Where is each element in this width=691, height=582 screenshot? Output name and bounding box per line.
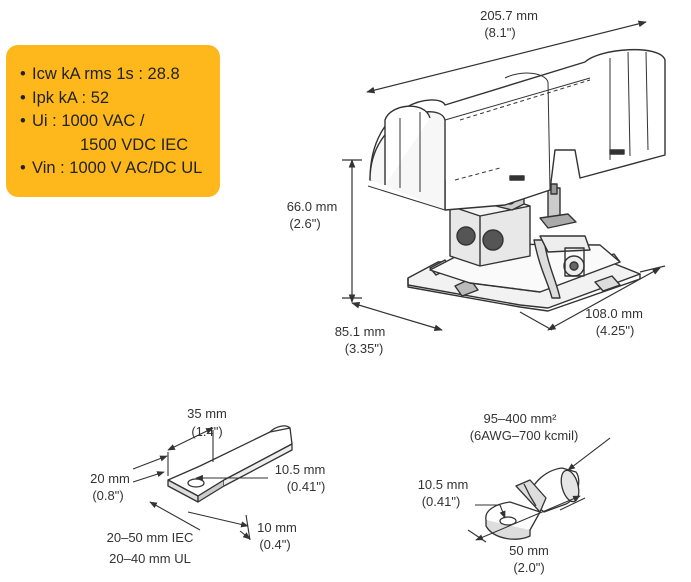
spec-icw: •Icw kA rms 1s : 28.8: [20, 65, 180, 83]
spec-ui-cont: 1500 VDC IEC: [80, 135, 189, 154]
busbar-length-mm-label: 35 mm: [187, 406, 227, 421]
specs-list: •Icw kA rms 1s : 28.8 •Ipk kA : 52 •Ui :…: [20, 63, 220, 181]
height-in-label: (2.6"): [289, 216, 320, 231]
lug-hole-mm-label: 10.5 mm: [418, 477, 469, 492]
busbar-width-in-label: (0.8"): [92, 488, 123, 503]
height-mm-label: 66.0 mm: [287, 199, 338, 214]
length-in-label: (8.1"): [484, 25, 515, 40]
busbar-range-iec-label: 20–50 mm IEC: [107, 530, 194, 545]
width-dim-line: [547, 267, 661, 331]
busbar-dimension-lines: [132, 427, 268, 541]
lug-section-mm-label: 95–400 mm²: [484, 411, 558, 426]
lug-dimension-lines: [467, 437, 611, 543]
length-mm-label: 205.7 mm: [480, 8, 538, 23]
spec-vin: •Vin : 1000 V AC/DC UL: [20, 159, 203, 177]
main-dimension-lines: [342, 20, 666, 332]
busbar-range-ul-label: 20–40 mm UL: [109, 551, 191, 566]
specs-box: •Icw kA rms 1s : 28.8 •Ipk kA : 52 •Ui :…: [6, 45, 220, 197]
lug-hole-in-label: (0.41"): [422, 494, 461, 509]
spec-ui: •Ui : 1000 VAC /: [20, 112, 145, 130]
depth-dim-line: [351, 301, 443, 332]
width-mm-label: 108.0 mm: [585, 306, 643, 321]
terminal-block-drawing: [367, 49, 666, 312]
width-in-label: (4.25"): [596, 323, 635, 338]
depth-mm-label: 85.1 mm: [335, 324, 386, 339]
busbar-length-in-label: (1.4"): [191, 424, 222, 439]
cable-lug-drawing: [485, 467, 580, 540]
lug-length-mm-label: 50 mm: [509, 543, 549, 558]
busbar-drawing: [167, 425, 293, 503]
length-dim-line: [366, 20, 647, 94]
spec-ipk: •Ipk kA : 52: [20, 88, 110, 107]
lug-length-in-label: (2.0"): [513, 560, 544, 575]
busbar-hole-mm-label: 10.5 mm: [275, 462, 326, 477]
busbar-thick-in-label: (0.4"): [259, 537, 290, 552]
busbar-width-mm-label: 20 mm: [90, 471, 130, 486]
busbar-thick-mm-label: 10 mm: [257, 520, 297, 535]
busbar-hole-in-label: (0.41"): [287, 479, 326, 494]
depth-in-label: (3.35"): [345, 341, 384, 356]
lug-section-awg-label: (6AWG–700 kcmil): [470, 428, 579, 443]
